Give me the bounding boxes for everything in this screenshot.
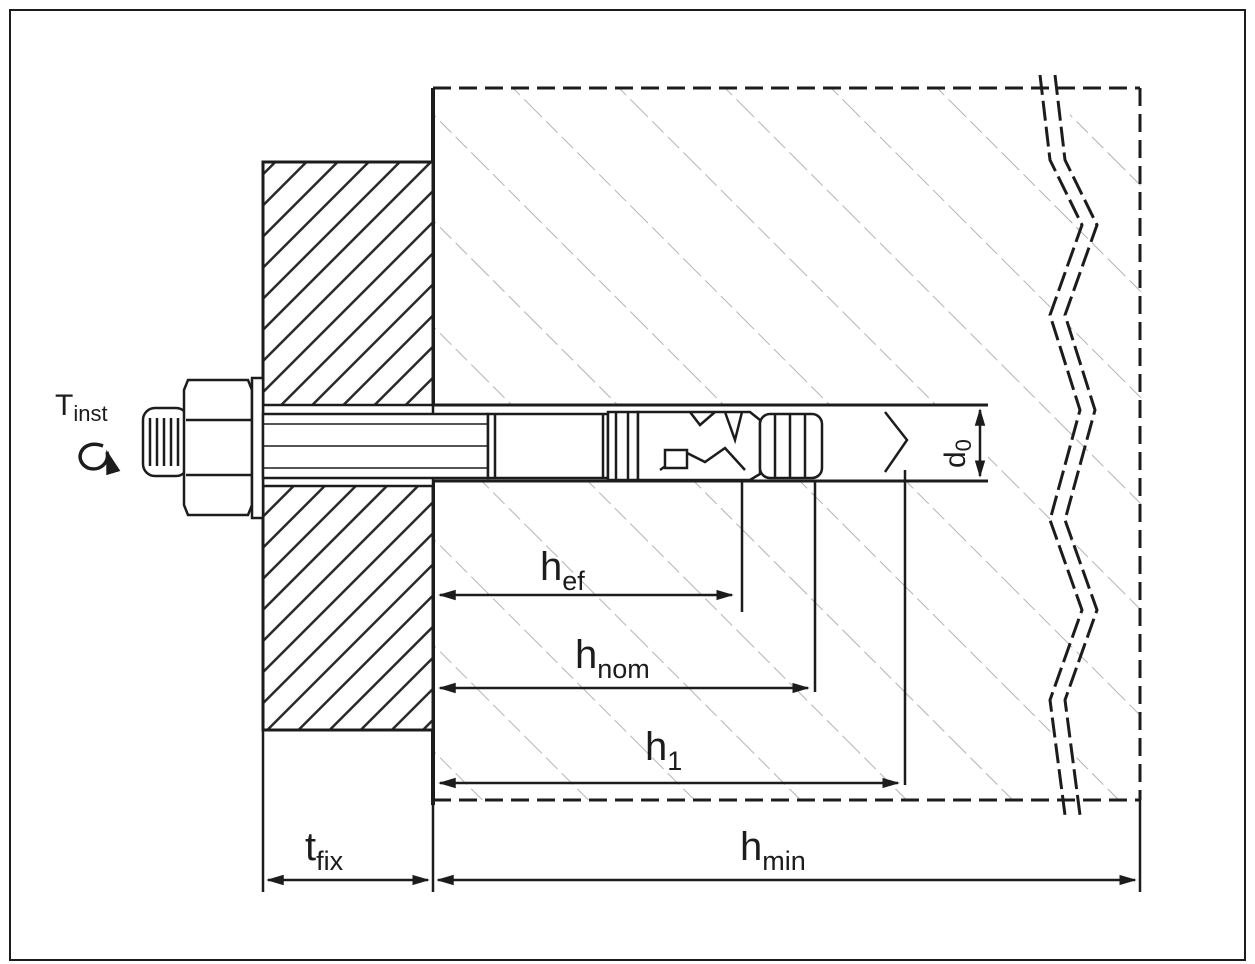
d-0-label: d0 — [939, 439, 976, 468]
extension-lines — [261, 470, 1142, 892]
torque-arrow — [78, 442, 121, 476]
h-ef-label: hef — [540, 545, 585, 596]
t-inst-label: Tinst — [55, 389, 108, 426]
break-line — [1038, 74, 1099, 816]
h-1-label: h1 — [645, 725, 682, 776]
t-fix-label: tfix — [305, 825, 344, 876]
h-nom-label: hnom — [575, 633, 650, 684]
diagram-frame — [9, 9, 1246, 961]
anchor-bolt — [141, 376, 824, 520]
dimension-lines — [266, 408, 1137, 886]
h-min-label: hmin — [740, 825, 806, 876]
